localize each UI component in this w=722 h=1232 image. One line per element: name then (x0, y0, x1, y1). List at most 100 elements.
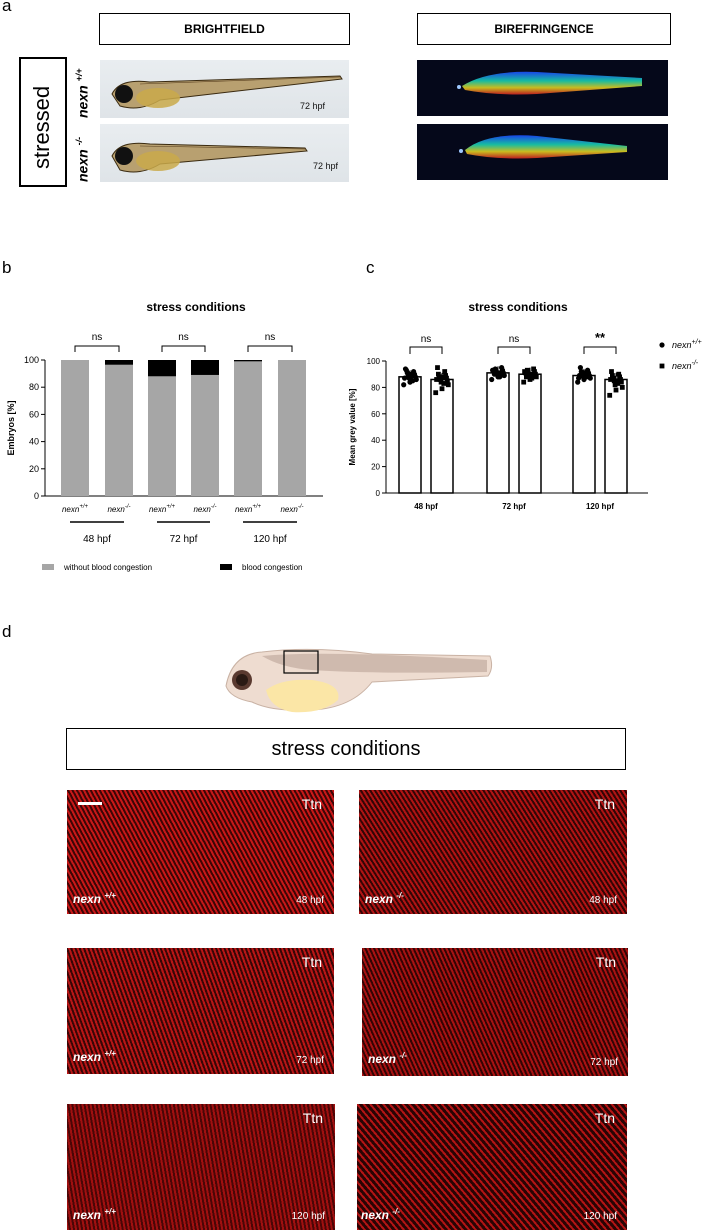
significance-label: ns (92, 332, 103, 343)
stressed-label: stressed (29, 85, 54, 169)
row2-genotype-label: nexn -/- (74, 136, 91, 182)
ttn-hpf-label: 48 hpf (296, 895, 324, 906)
bar (398, 376, 422, 494)
significance-bracket (583, 346, 617, 354)
chart-title: stress conditions (146, 300, 246, 314)
data-point (402, 366, 409, 372)
y-tick-label: 0 (376, 489, 381, 498)
group-label: 72 hpf (170, 534, 198, 545)
ttn-marker-label: Ttn (301, 796, 322, 812)
ttn-stripes (357, 1104, 627, 1230)
panel-letter-a: a (2, 0, 12, 15)
data-point (531, 366, 536, 372)
x-tick-label: nexn+/+ (235, 504, 262, 514)
data-point (529, 375, 535, 381)
data-point (444, 375, 449, 381)
ttn-marker-label: Ttn (302, 1110, 323, 1126)
data-point (582, 370, 588, 376)
data-point (618, 377, 623, 382)
legend-label: nexn-/- (672, 360, 699, 371)
data-point (489, 376, 495, 383)
y-tick-label: 40 (371, 436, 380, 445)
x-tick-label: nexn-/- (193, 504, 216, 514)
bar-segment (148, 376, 176, 496)
ttn-panel-wt-48: Ttn nexn +/+ 48 hpf (67, 790, 334, 914)
data-point (524, 374, 529, 380)
chart-title: stress conditions (468, 300, 568, 314)
data-point (433, 390, 439, 396)
y-tick-label: 40 (29, 437, 39, 447)
ttn-genotype-label: nexn -/- (361, 1207, 400, 1222)
data-point (528, 373, 534, 378)
y-tick-label: 100 (367, 357, 381, 366)
data-point (401, 382, 407, 388)
data-point (611, 378, 617, 384)
data-point (608, 377, 613, 382)
ttn-marker-label: Ttn (594, 796, 615, 812)
zebrafish-schematic (225, 648, 493, 713)
data-point (612, 382, 618, 388)
data-point (496, 370, 502, 376)
data-point (521, 379, 527, 385)
legend-swatch (42, 564, 54, 570)
legend-swatch (220, 564, 232, 570)
group-label: 48 hpf (83, 534, 111, 545)
significance-label: ** (595, 330, 606, 345)
ttn-hpf-label: 120 hpf (583, 1211, 617, 1222)
bar-segment (105, 360, 133, 365)
significance-label: ns (178, 332, 189, 343)
brightfield-image-ko: 72 hpf (100, 124, 349, 182)
ttn-genotype-label: nexn -/- (368, 1051, 407, 1066)
x-tick-label: nexn+/+ (149, 504, 176, 514)
data-point (610, 373, 615, 378)
legend-label: without blood congestion (63, 563, 152, 572)
bar-segment (234, 361, 262, 496)
data-point (610, 375, 616, 381)
data-point (438, 379, 444, 385)
ttn-hpf-label: 72 hpf (590, 1057, 618, 1068)
group-label: 120 hpf (586, 502, 614, 511)
ttn-stripes (67, 790, 334, 914)
group-label: 48 hpf (414, 502, 438, 511)
stressed-box: stressed (19, 57, 67, 187)
data-point (437, 377, 443, 382)
ttn-genotype-label: nexn +/+ (73, 891, 116, 906)
legend-label: blood congestion (242, 563, 303, 572)
significance-bracket (161, 345, 206, 352)
significance-bracket (497, 346, 531, 354)
x-tick-label: nexn-/- (107, 504, 130, 514)
fish-brightfield-ko (111, 142, 308, 173)
panel-d-title: stress conditions (66, 728, 626, 770)
data-point (442, 369, 448, 374)
y-tick-label: 60 (371, 410, 380, 419)
x-tick-label: nexn-/- (280, 504, 303, 514)
data-point (440, 374, 446, 380)
ttn-hpf-label: 72 hpf (296, 1055, 324, 1066)
panel-letter-d: d (2, 622, 12, 641)
data-point (617, 374, 622, 380)
bar-segment (105, 364, 133, 496)
y-tick-label: 100 (24, 355, 39, 365)
row1-genotype-label: nexn +/+ (74, 68, 91, 118)
brightfield-image-wt: 72 hpf (100, 60, 349, 118)
data-point (607, 392, 613, 398)
data-point (533, 374, 539, 380)
data-point (499, 365, 505, 371)
ttn-marker-label: Ttn (594, 1110, 615, 1126)
y-axis-label: Mean grey value [%] (348, 388, 357, 465)
data-point (436, 374, 442, 380)
group-label: 120 hpf (253, 534, 287, 545)
ttn-marker-label: Ttn (301, 954, 322, 970)
data-point (577, 365, 583, 371)
data-point (524, 367, 530, 373)
data-point (441, 381, 447, 386)
data-point (575, 379, 581, 385)
data-point (410, 378, 416, 384)
birefringence-header: BIREFRINGENCE (417, 13, 671, 45)
fish-brightfield-wt (111, 75, 343, 109)
bar-segment (278, 360, 306, 496)
ttn-genotype-label: nexn +/+ (73, 1207, 116, 1222)
ttn-genotype-label: nexn -/- (365, 891, 404, 906)
birefringence-image-wt (417, 60, 668, 116)
